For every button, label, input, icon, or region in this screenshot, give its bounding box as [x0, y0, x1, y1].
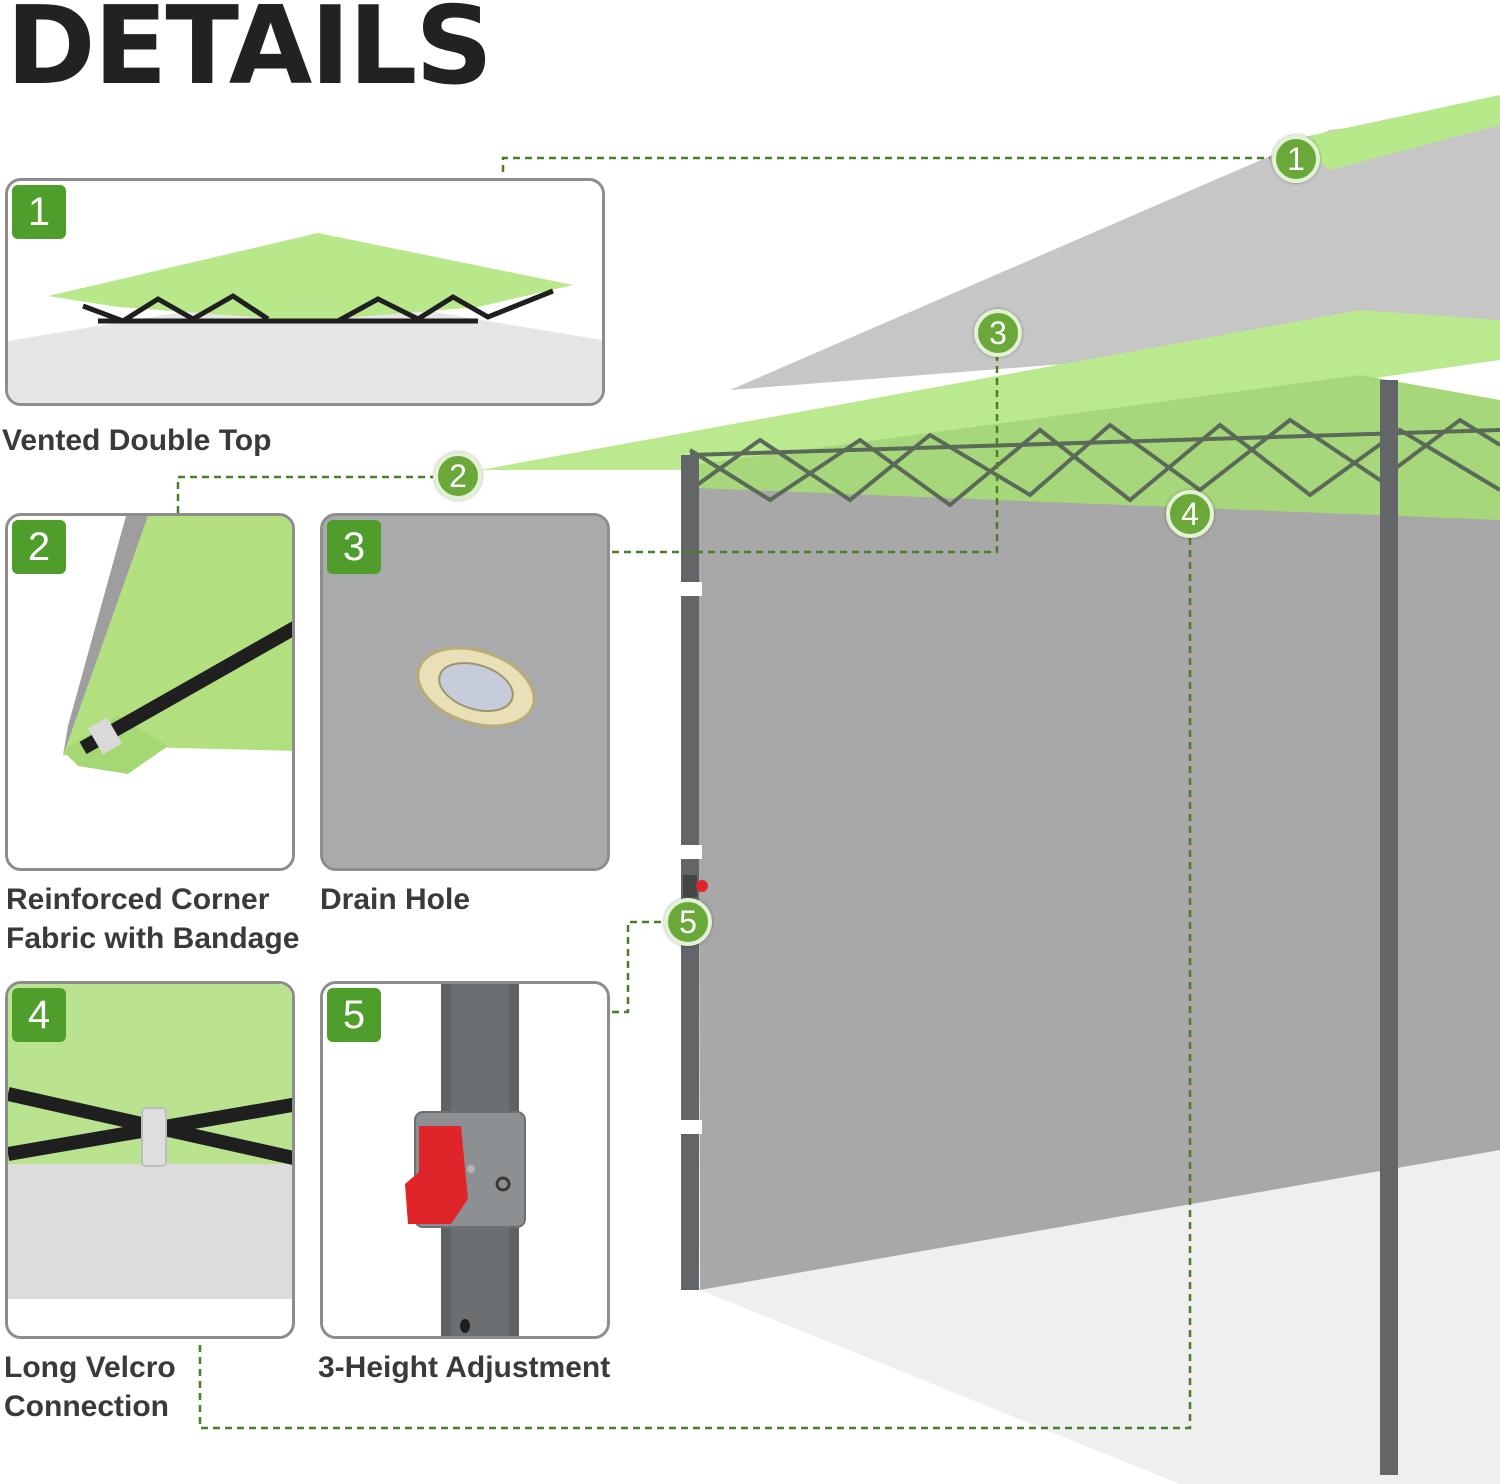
callout-marker: 2: [434, 452, 482, 500]
feature-panel-vented-top: 1: [5, 178, 605, 406]
drain-hole-image: [323, 516, 607, 868]
height-adjust-image: [323, 984, 607, 1336]
feature-caption-velcro: Long Velcro Connection: [4, 1348, 176, 1426]
feature-panel-drain-hole: 3: [320, 513, 610, 871]
feature-badge: 1: [12, 185, 66, 239]
callout-marker: 4: [1166, 490, 1214, 538]
caption-line: Fabric with Bandage: [6, 922, 300, 955]
callout-marker: 3: [974, 309, 1022, 357]
vented-top-image: [8, 181, 602, 403]
reinforced-corner-image: [8, 516, 292, 868]
page-title: DETAILS: [6, 0, 493, 109]
feature-panel-height-adjust: 5: [320, 981, 610, 1339]
velcro-image: [8, 984, 292, 1336]
feature-caption-vented-top: Vented Double Top: [2, 424, 272, 457]
feature-caption-drain-hole: Drain Hole: [320, 883, 471, 916]
callout-marker: 1: [1272, 135, 1320, 183]
feature-badge: 2: [12, 520, 66, 574]
feature-panel-velcro: 4: [5, 981, 295, 1339]
feature-caption-height-adjust: 3-Height Adjustment: [318, 1351, 611, 1384]
feature-badge: 3: [327, 520, 381, 574]
feature-badge: 4: [12, 988, 66, 1042]
caption-line: Connection: [4, 1390, 169, 1423]
feature-panel-reinforced-corner: 2: [5, 513, 295, 871]
feature-badge: 5: [327, 988, 381, 1042]
feature-caption-reinforced-corner: Reinforced Corner Fabric with Bandage: [6, 880, 299, 958]
caption-line: Long Velcro: [4, 1351, 176, 1384]
caption-line: Reinforced Corner: [6, 883, 270, 916]
callout-marker: 5: [664, 898, 712, 946]
